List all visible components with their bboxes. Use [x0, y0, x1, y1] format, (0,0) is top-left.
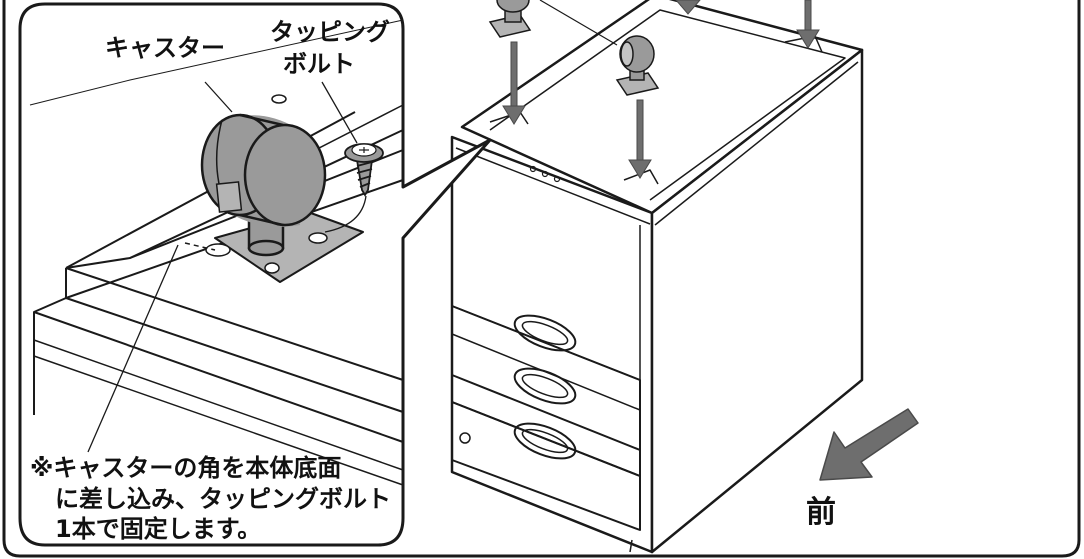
tapping-bolt [344, 143, 384, 197]
note-line-2: に差し込み、タッピングボルト [55, 485, 391, 513]
caster-leader-line [204, 81, 233, 113]
arrow-down-4 [675, 0, 701, 15]
caster-top-left [488, 0, 532, 38]
note-line-3: 1本で固定します。 [55, 515, 262, 543]
front-label: 前 [806, 495, 836, 530]
front-arrow-icon [819, 408, 919, 481]
caster-label: キャスター [105, 34, 225, 62]
drawer-handle-1 [513, 314, 577, 352]
arrow-down-2 [628, 99, 652, 179]
bolt-hole-leader [324, 195, 367, 233]
cabinet [450, 0, 864, 554]
bolt-label-line1: タッピング [270, 18, 390, 46]
note-line-1: ※キャスターの角を本体底面 [30, 454, 342, 482]
drawer-handle-3 [513, 422, 577, 460]
lock-icon [459, 432, 471, 444]
arrow-down-1 [502, 41, 526, 125]
drawer-handle-2 [513, 367, 577, 405]
note-leader-line [87, 244, 179, 453]
cabinet-side-face [650, 48, 864, 554]
caster-wheel [200, 113, 327, 257]
caster-top-middle [615, 35, 660, 96]
bolt-leader-line [321, 81, 358, 144]
arrow-down-3 [796, 0, 820, 49]
cabinet-top-inner-rim [489, 9, 846, 201]
callout-bubble [18, 2, 492, 547]
bolt-label-line2: ボルト [283, 50, 355, 78]
